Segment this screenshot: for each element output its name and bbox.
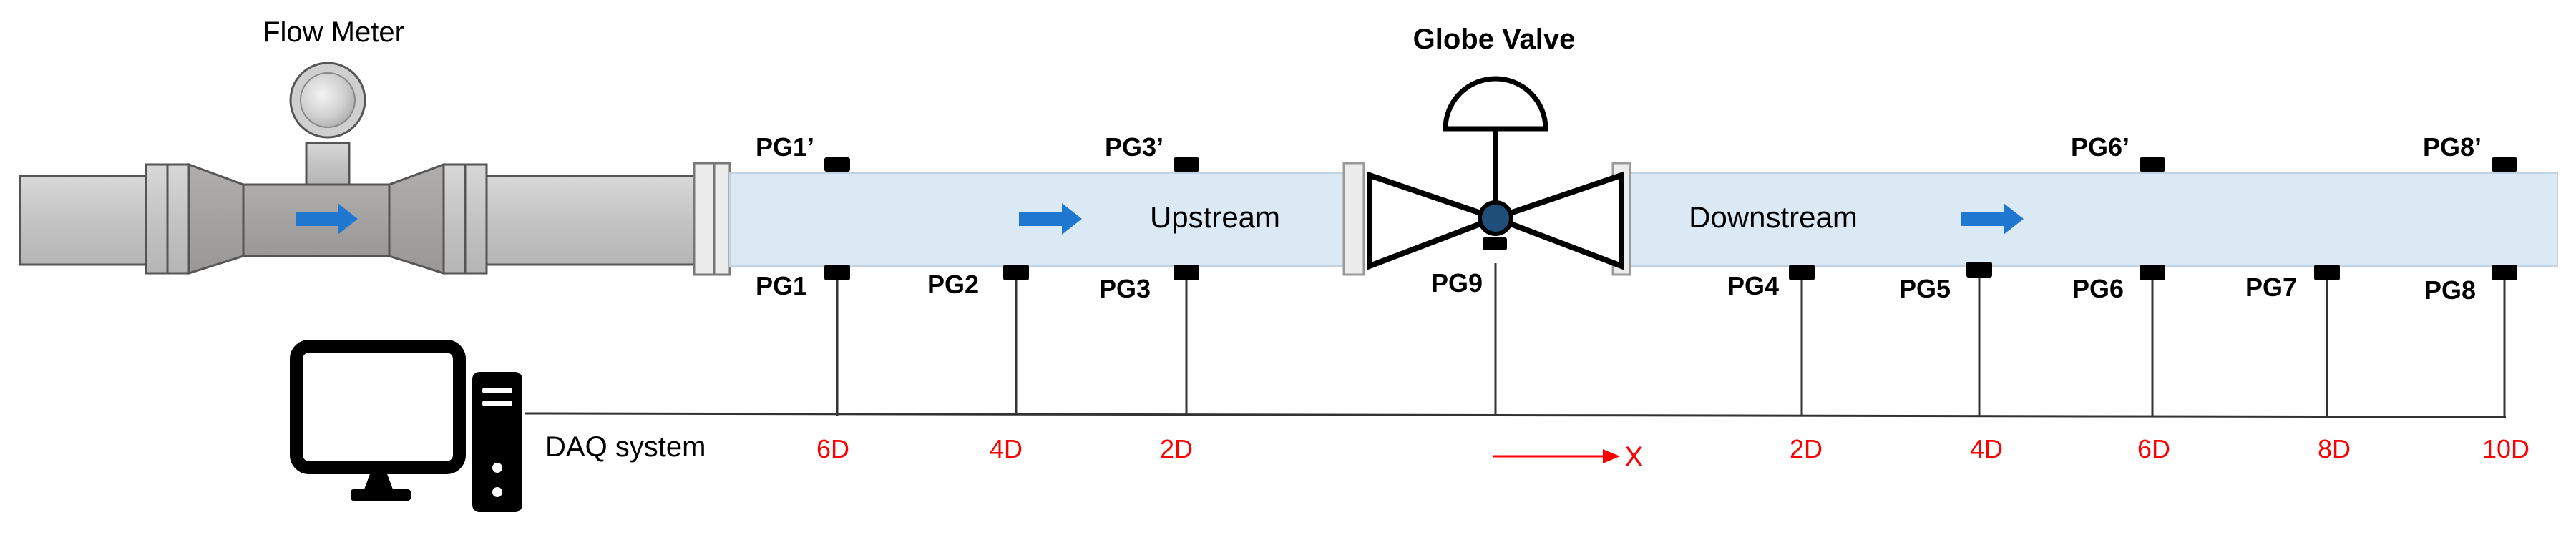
gauge-label-bottom: PG3 [1099, 274, 1151, 303]
flange-2 [166, 163, 190, 275]
distance-label: 2D [1160, 434, 1193, 463]
distance-label: 10D [2482, 434, 2529, 463]
reducer-left [187, 162, 245, 275]
pressure-gauge-bottom [1174, 265, 1199, 280]
outlet-metal-pipe [485, 175, 696, 266]
gauge-label-top: PG1’ [756, 132, 814, 162]
distance-label: 4D [1970, 434, 2003, 463]
flow-meter-stem [305, 142, 351, 186]
pressure-gauge-bottom [824, 265, 850, 280]
pressure-gauge-bottom [1789, 265, 1815, 280]
reducer-right [388, 162, 445, 275]
x-axis-arrow-icon [1493, 449, 1620, 463]
pressure-gauge-bottom [1003, 265, 1029, 280]
gauge-label-bottom: PG4 [1727, 271, 1779, 300]
globe-valve-icon [1367, 76, 1624, 270]
flange-5 [693, 162, 716, 276]
distance-label: 6D [816, 434, 849, 463]
distance-label: 6D [2137, 434, 2170, 463]
upstream-label: Upstream [1150, 200, 1280, 234]
flow-meter: Flow Meter [263, 16, 404, 186]
flow-meter-glass [300, 72, 356, 128]
flange-3 [442, 163, 467, 275]
distance-labels: 6D 4D 2D 2D 4D 6D 8D 10D [816, 434, 2529, 463]
gauge-label-top: PG8’ [2423, 132, 2482, 162]
gauge-label-bottom: PG8 [2424, 275, 2476, 305]
pressure-gauge-bottom [1966, 262, 1992, 278]
gauge-label-bottom: PG2 [927, 270, 979, 299]
pressure-gauge-top [2492, 157, 2517, 172]
daq-bus-line [525, 412, 2507, 418]
valve-flange-left [1342, 162, 1365, 276]
gauge-label-top: PG6’ [2071, 132, 2129, 162]
distance-label: 8D [2318, 434, 2351, 463]
globe-valve-title: Globe Valve [1413, 24, 1576, 55]
pressure-gauge-bottom [2314, 265, 2340, 280]
flange-1 [145, 163, 169, 275]
flow-arrow-icon [296, 203, 358, 235]
daq-label: DAQ system [545, 431, 706, 463]
pressure-gauge-bottom [2140, 265, 2165, 280]
pressure-gauge-top [1174, 157, 1199, 172]
downstream-pipe [1625, 172, 2558, 267]
distance-label: 2D [1790, 434, 1823, 463]
gauge-label-bottom: PG7 [2245, 273, 2297, 302]
inlet-pipe [19, 175, 147, 266]
inlet-pipe-assembly [19, 162, 731, 276]
flange-6 [713, 162, 731, 276]
x-axis-label: X [1624, 441, 1644, 473]
pressure-gauges: PG1’ PG3’ PG6’ PG8’ PG1 PG2 PG3 PG9 PG4 PG5 PG6 PG7… [756, 132, 2517, 417]
gauge-label-bottom: PG9 [1431, 268, 1483, 298]
pressure-gauge-bottom [2492, 265, 2517, 280]
downstream-label: Downstream [1689, 200, 1858, 234]
distance-label: 4D [990, 434, 1023, 463]
gauge-label-bottom: PG5 [1899, 274, 1951, 303]
pressure-gauge-top [824, 157, 850, 172]
flow-meter-title: Flow Meter [263, 16, 404, 48]
gauge-label-top: PG3’ [1105, 132, 1163, 162]
pressure-gauge-top [2140, 157, 2165, 172]
gauge-label-bottom: PG6 [2072, 274, 2124, 303]
gauge-label-bottom: PG1 [756, 271, 807, 300]
flange-4 [464, 163, 488, 275]
flow-arrow-icon [1961, 203, 2024, 235]
flow-arrow-icon [1019, 203, 1082, 235]
computer-icon [290, 340, 522, 512]
